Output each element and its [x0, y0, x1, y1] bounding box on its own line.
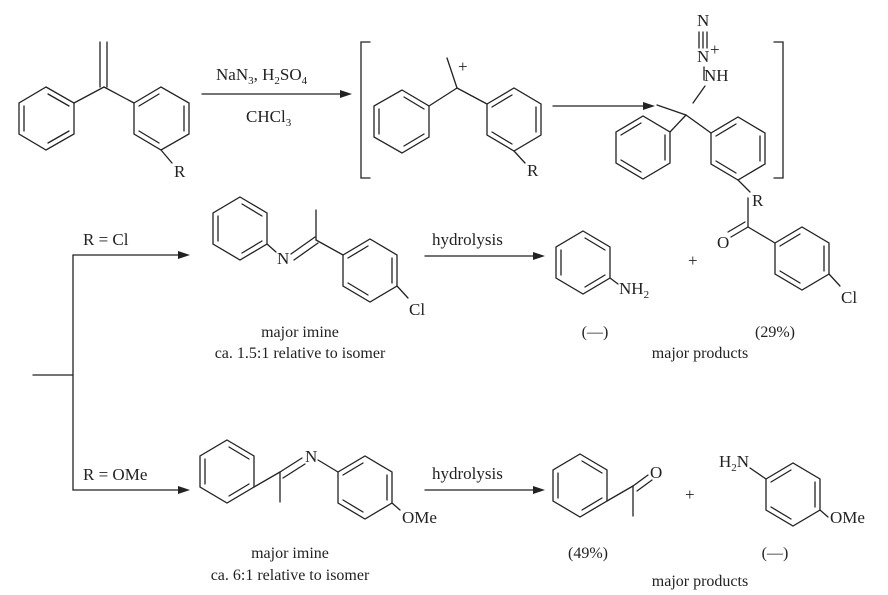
aminodiazonium-intermediate: N N + NH R — [615, 11, 766, 210]
plus-sign-ome: + — [685, 485, 695, 504]
svg-text:+: + — [710, 40, 720, 59]
arrow-to-azide — [552, 102, 655, 110]
svg-text:N: N — [277, 249, 289, 268]
substituent-ome: OMe — [402, 508, 437, 527]
substituent-r: R — [752, 191, 764, 210]
svg-text:hydrolysis: hydrolysis — [432, 230, 503, 249]
imine-ome-ratio: ca. 6:1 relative to isomer — [211, 567, 370, 584]
svg-text:N: N — [305, 447, 317, 466]
imine-cl-ratio: ca. 1.5:1 relative to isomer — [215, 345, 386, 362]
substituent-r: R — [527, 161, 539, 180]
substituent-ome: OMe — [830, 508, 865, 527]
carbocation-intermediate: + R — [373, 57, 542, 180]
svg-text:N: N — [697, 47, 709, 66]
substituent-r: R — [174, 162, 186, 181]
svg-text:N: N — [697, 11, 709, 30]
svg-text:CHCl3: CHCl3 — [246, 107, 292, 129]
starting-material: R — [18, 41, 190, 181]
hydrolysis-arrow-ome: hydrolysis — [424, 464, 545, 494]
substituent-cl: Cl — [841, 288, 857, 307]
chloroacetophenone-yield: (29%) — [755, 324, 795, 341]
products-caption-ome: major products — [652, 573, 748, 590]
imine-cl: N Cl — [212, 196, 425, 319]
svg-text:NH2: NH2 — [619, 279, 649, 301]
cation-charge: + — [458, 57, 468, 76]
acetophenone-yield: (49%) — [568, 545, 608, 562]
branch-lines: R = Cl R = OMe — [32, 230, 190, 494]
svg-text:O: O — [717, 233, 729, 252]
svg-text:O: O — [650, 463, 662, 482]
aniline-yield: (—) — [582, 324, 609, 341]
plus-sign-cl: + — [688, 251, 698, 270]
anisidine-product: H2N OMe — [719, 452, 865, 527]
hydrolysis-arrow-cl: hydrolysis — [424, 230, 545, 260]
anisidine-yield: (—) — [762, 545, 789, 562]
svg-text:hydrolysis: hydrolysis — [432, 464, 503, 483]
branch-label-cl: R = Cl — [83, 230, 129, 249]
imine-ome-caption: major imine — [251, 545, 329, 562]
aniline-product: NH2 — [555, 230, 649, 301]
bracket-left — [360, 41, 371, 179]
imine-ome: N OMe — [199, 439, 437, 527]
svg-text:NaN3, H2SO4: NaN3, H2SO4 — [216, 65, 308, 87]
solvent-chcl3: CHCl — [246, 107, 286, 126]
imine-cl-caption: major imine — [261, 324, 339, 341]
branch-label-ome: R = OMe — [83, 465, 147, 484]
reagent-nan3: NaN — [216, 65, 248, 84]
svg-text:NH: NH — [704, 66, 729, 85]
chloroacetophenone-product: O Cl — [717, 197, 857, 307]
products-caption-cl: major products — [652, 345, 748, 362]
svg-text:H2N: H2N — [719, 452, 749, 474]
substituent-cl: Cl — [409, 300, 425, 319]
acetophenone-product: O — [552, 453, 662, 518]
bracket-right — [773, 41, 784, 179]
reagent-arrow-1: NaN3, H2SO4 CHCl3 — [201, 65, 352, 129]
